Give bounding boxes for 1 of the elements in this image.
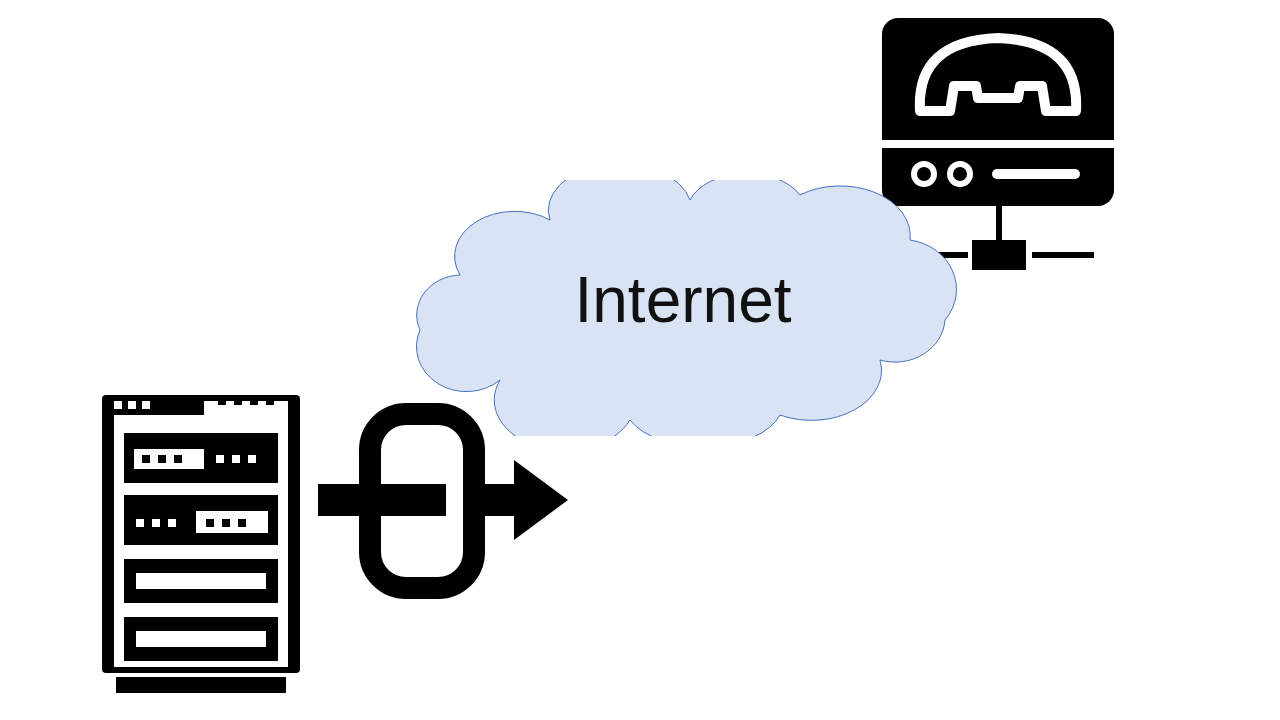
- cloud-label: Internet: [574, 263, 792, 337]
